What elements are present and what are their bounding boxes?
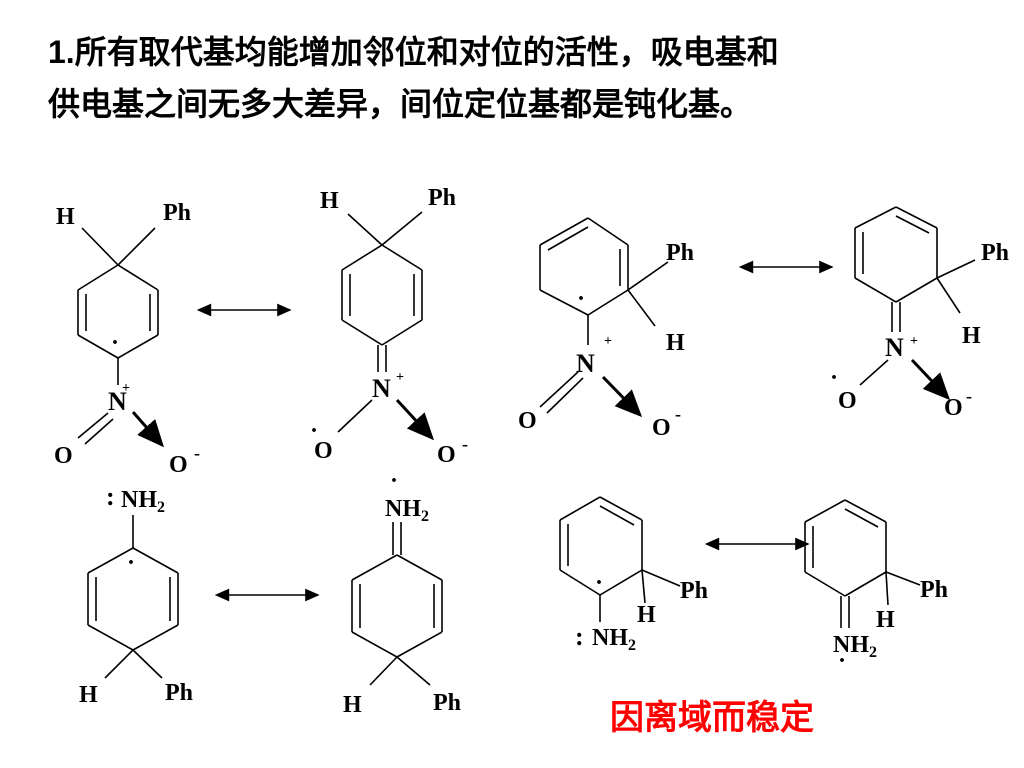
oxygen-label: O bbox=[518, 408, 537, 434]
phenyl-label: Ph bbox=[428, 185, 456, 211]
radical-dot: · bbox=[577, 286, 585, 312]
ortho-amino-structure-1 bbox=[559, 496, 681, 622]
phenyl-label: Ph bbox=[433, 690, 461, 716]
heading-line-1-text: 所有取代基均能增加邻位和对位的活性，吸电基和 bbox=[74, 33, 779, 71]
phenyl-label: Ph bbox=[920, 577, 948, 603]
nitrogen-label: N bbox=[108, 387, 127, 416]
hydrogen-label: H bbox=[637, 602, 656, 628]
negative-charge: - bbox=[194, 443, 200, 463]
phenyl-label: Ph bbox=[981, 240, 1009, 266]
para-nitro-structure-2 bbox=[337, 211, 435, 441]
para-nitro-structure-1 bbox=[77, 227, 164, 448]
negative-charge: - bbox=[966, 386, 972, 406]
ortho-nitro-structure-2 bbox=[854, 206, 976, 401]
hydrogen-label: H bbox=[876, 607, 895, 633]
heading-number: 1. bbox=[48, 34, 75, 70]
phenyl-label: Ph bbox=[666, 240, 694, 266]
lone-pair: : bbox=[575, 622, 584, 651]
oxygen-anion-label: O bbox=[437, 442, 456, 468]
para-amino-structure-2 bbox=[351, 522, 443, 686]
lone-pair: : bbox=[106, 482, 115, 511]
ortho-amino-structure-2 bbox=[804, 499, 921, 628]
radical-dot: · bbox=[390, 468, 398, 494]
radical-dot: · bbox=[310, 418, 318, 444]
hydrogen-label: H bbox=[79, 682, 98, 708]
oxygen-anion-label: O bbox=[652, 415, 671, 441]
amino-label: NH2 bbox=[833, 632, 877, 661]
oxygen-label: O bbox=[314, 438, 333, 464]
positive-charge: + bbox=[604, 334, 612, 349]
nitrogen-label: N bbox=[372, 374, 391, 403]
radical-dot: · bbox=[595, 570, 603, 596]
amino-label: NH2 bbox=[592, 625, 636, 654]
hydrogen-label: H bbox=[666, 330, 685, 356]
slide-heading: 1.所有取代基均能增加邻位和对位的活性，吸电基和 供电基之间无多大差异，间位定位… bbox=[48, 26, 1008, 130]
positive-charge: + bbox=[910, 334, 918, 349]
ortho-nitro-structure-1 bbox=[539, 217, 669, 418]
oxygen-label: O bbox=[838, 388, 857, 414]
radical-dot: · bbox=[838, 648, 846, 674]
para-amino-structure-1 bbox=[87, 515, 179, 679]
stabilization-caption: 因离域而稳定 bbox=[610, 698, 814, 738]
negative-charge: - bbox=[675, 404, 681, 424]
oxygen-label: O bbox=[54, 443, 73, 469]
heading-line-1: 1.所有取代基均能增加邻位和对位的活性，吸电基和 bbox=[48, 26, 1008, 78]
phenyl-label: Ph bbox=[165, 680, 193, 706]
nitrogen-label: N bbox=[885, 333, 904, 362]
positive-charge: + bbox=[396, 370, 404, 385]
phenyl-label: Ph bbox=[163, 200, 191, 226]
oxygen-anion-label: O bbox=[944, 395, 963, 421]
amino-label: NH2 bbox=[385, 496, 429, 525]
nitrogen-label: N bbox=[576, 349, 595, 378]
amino-label: NH2 bbox=[121, 487, 165, 516]
heading-line-2: 供电基之间无多大差异，间位定位基都是钝化基。 bbox=[48, 85, 753, 123]
oxygen-anion-label: O bbox=[169, 452, 188, 478]
hydrogen-label: H bbox=[56, 204, 75, 230]
hydrogen-label: H bbox=[343, 692, 362, 718]
phenyl-label: Ph bbox=[680, 578, 708, 604]
negative-charge: - bbox=[462, 434, 468, 454]
radical-dot: · bbox=[111, 330, 119, 356]
positive-charge: + bbox=[122, 381, 130, 396]
hydrogen-label: H bbox=[962, 323, 981, 349]
radical-dot: · bbox=[127, 550, 135, 576]
hydrogen-label: H bbox=[320, 188, 339, 214]
radical-dot: · bbox=[830, 365, 838, 391]
